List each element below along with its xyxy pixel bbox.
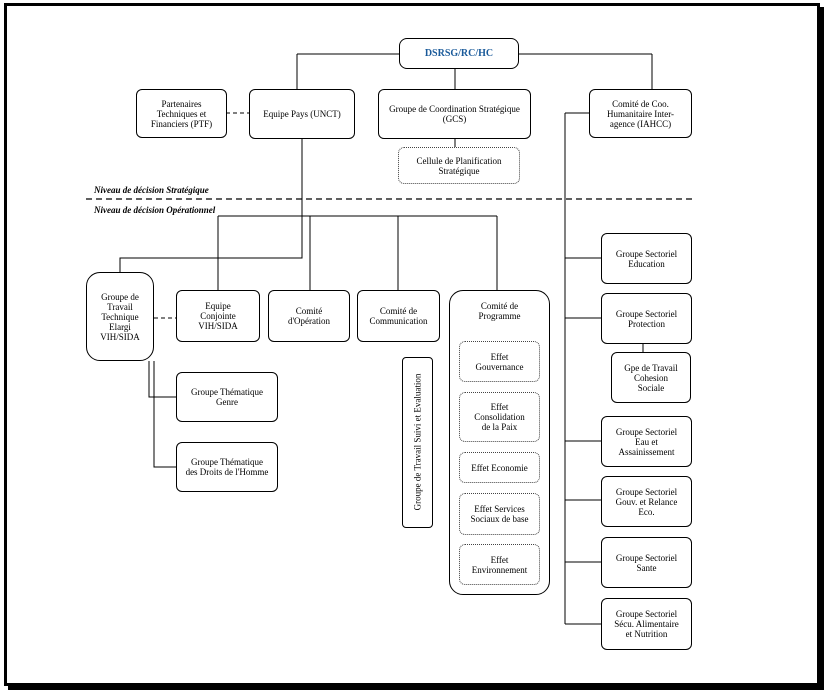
gt-cohesion-box: Gpe de Travail Cohesion Sociale: [611, 352, 691, 403]
effet-economie-box: Effet Economie: [459, 452, 540, 483]
comite-programme-label: Comité de Programme: [478, 301, 521, 321]
suivi-evaluation-label: Groupe de Travail Suivi et Evaluation: [412, 373, 423, 511]
gs-gouv-box: Groupe Sectoriel Gouv. et Relance Eco.: [601, 476, 692, 527]
gs-eau-box: Groupe Sectoriel Eau et Assainissement: [601, 416, 692, 467]
droits-homme-box: Groupe Thématique des Droits de l'Homme: [176, 442, 278, 492]
gs-education-box: Groupe Sectoriel Education: [601, 233, 692, 284]
genre-box: Groupe Thématique Genre: [176, 372, 278, 422]
gs-sante-box: Groupe Sectoriel Sante: [601, 537, 692, 588]
effet-gouvernance-box: Effet Gouvernance: [459, 341, 540, 382]
root-box-dsrsg: DSRSG/RC/HC: [399, 38, 519, 69]
cellule-box: Cellule de Planification Stratégique: [398, 147, 520, 184]
gs-secu-box: Groupe Sectoriel Sécu. Alimentaire et Nu…: [601, 598, 692, 650]
comite-operation-box: Comité d'Opération: [268, 290, 350, 342]
gtt-vih-box: Groupe de Travail Technique Elargi VIH/S…: [86, 272, 154, 361]
comite-communication-box: Comité de Communication: [357, 290, 440, 342]
suivi-evaluation-box: [402, 357, 433, 528]
ptf-box: Partenaires Techniques et Financiers (PT…: [136, 89, 227, 138]
gcs-box: Groupe de Coordination Stratégique (GCS): [378, 89, 531, 139]
equipe-vih-box: Equipe Conjointe VIH/SIDA: [176, 290, 260, 342]
iahcc-box: Comité de Coo. Humanitaire Inter- agence…: [589, 89, 692, 138]
level-strategique-label: Niveau de décision Stratégique: [94, 185, 209, 195]
unct-box: Equipe Pays (UNCT): [249, 89, 355, 139]
effet-services-box: Effet Services Sociaux de base: [459, 493, 540, 535]
level-operationnel-label: Niveau de décision Opérationnel: [94, 205, 216, 215]
gs-protection-box: Groupe Sectoriel Protection: [601, 293, 692, 344]
effet-paix-box: Effet Consolidation de la Paix: [459, 392, 540, 442]
effet-environnement-box: Effet Environnement: [459, 544, 540, 585]
